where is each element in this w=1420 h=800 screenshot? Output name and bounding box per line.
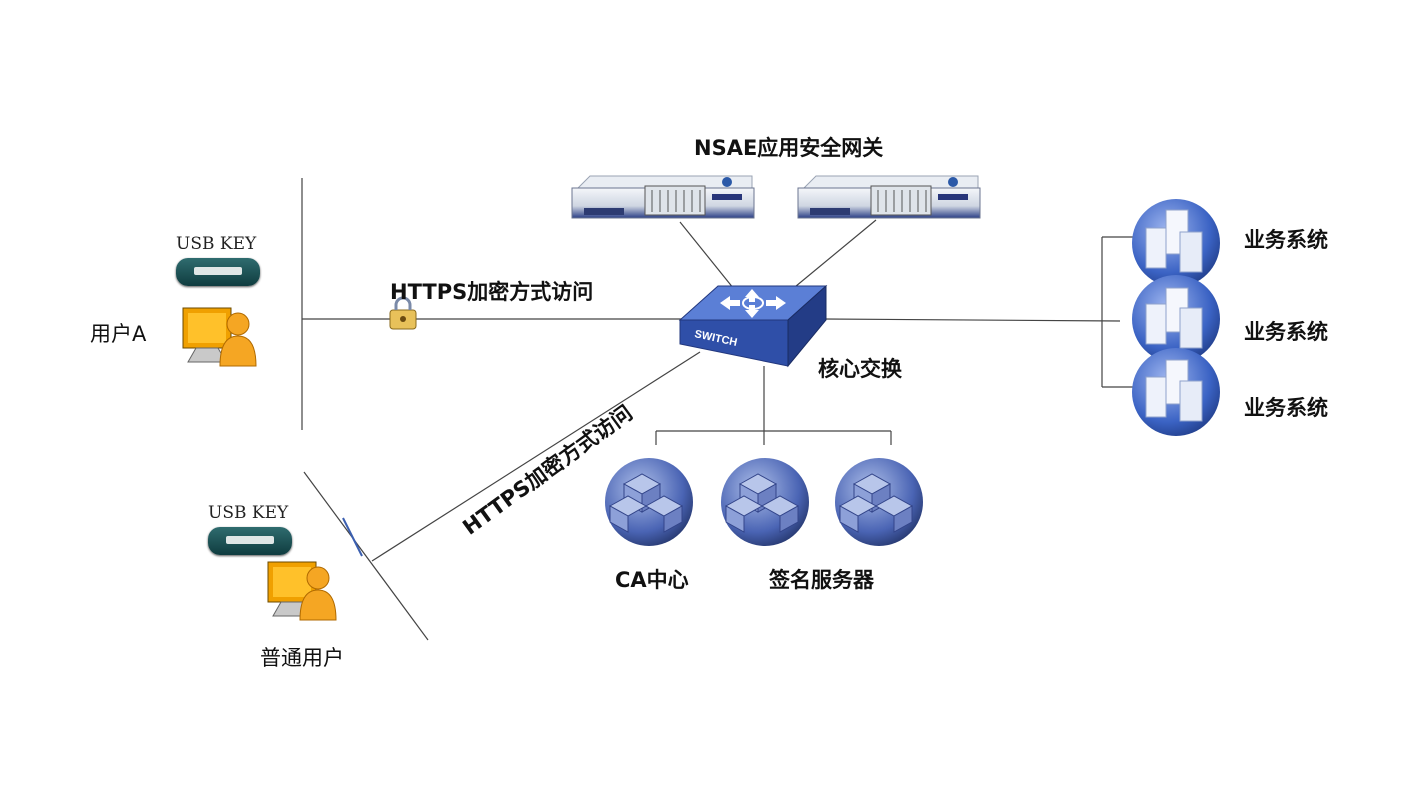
usb-key-label: USB KEY xyxy=(208,503,289,523)
sign-server-label: 签名服务器 xyxy=(769,568,874,592)
business-server-disc-2 xyxy=(1132,275,1220,363)
business-system-label: 业务系统 xyxy=(1244,396,1328,420)
signature-server-disc-2 xyxy=(835,458,923,546)
ca-center-label: CA中心 xyxy=(615,568,689,592)
gateway-device-2 xyxy=(797,175,981,219)
usb-key-icon xyxy=(176,258,260,286)
normal-user-link-line xyxy=(371,351,701,562)
business-server-disc-3 xyxy=(1132,348,1220,436)
gateway-label: NSAE应用安全网关 xyxy=(694,136,884,160)
lock-icon xyxy=(389,296,417,330)
business-server-disc-1 xyxy=(1132,199,1220,287)
core-switch-label: 核心交换 xyxy=(818,357,902,381)
normal-user-bus-line xyxy=(303,471,429,641)
https-link-label-top: HTTPS加密方式访问 xyxy=(390,280,594,304)
gateway2-link-line xyxy=(783,219,877,297)
business-link-line xyxy=(823,318,1121,322)
user-a-label: 用户A xyxy=(90,322,147,346)
usb-key-icon xyxy=(208,527,292,555)
business-system-label: 业务系统 xyxy=(1244,228,1328,252)
core-switch-device xyxy=(678,284,828,368)
gateway1-link-line xyxy=(679,221,739,295)
normal-user-computer-icon xyxy=(267,561,337,621)
usb-key-label: USB KEY xyxy=(176,234,257,254)
signature-server-disc-1 xyxy=(721,458,809,546)
user-a-computer-icon xyxy=(182,307,257,367)
business-system-label: 业务系统 xyxy=(1244,320,1328,344)
gateway-device-1 xyxy=(571,175,755,219)
ca-server-disc xyxy=(605,458,693,546)
normal-user-label: 普通用户 xyxy=(260,646,344,670)
